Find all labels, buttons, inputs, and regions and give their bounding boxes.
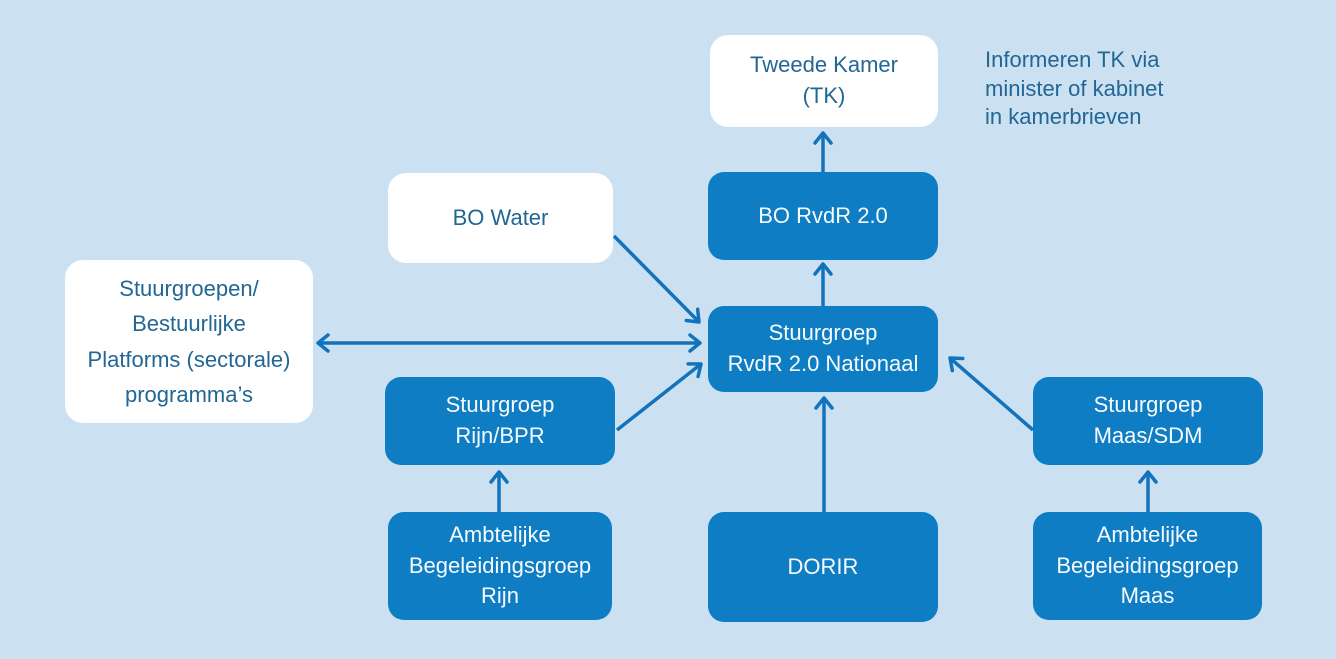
arrow-bo-water-to-nationaal xyxy=(612,234,701,324)
node-tweede-kamer: Tweede Kamer (TK) xyxy=(710,35,938,127)
node-abg-maas-label: Ambtelijke Begeleidingsgroep Maas xyxy=(1056,521,1239,609)
node-tweede-kamer-label: Tweede Kamer (TK) xyxy=(750,52,898,108)
node-stuurgroep-rijn: Stuurgroep Rijn/BPR xyxy=(385,377,615,465)
node-bo-rvdr-label: BO RvdR 2.0 xyxy=(758,202,888,228)
annotation-informeren-tk: Informeren TK via minister of kabinet in… xyxy=(985,47,1164,130)
node-abg-rijn: Ambtelijke Begeleidingsgroep Rijn xyxy=(388,512,612,620)
node-stuurgroep-maas-label: Stuurgroep Maas/SDM xyxy=(1093,392,1203,448)
arrow-maas-to-nationaal xyxy=(948,356,1035,432)
node-stuurgroep-nationaal: Stuurgroep RvdR 2.0 Nationaal xyxy=(708,306,938,392)
node-dorir: DORIR xyxy=(708,512,938,622)
node-bo-water: BO Water xyxy=(388,173,613,263)
node-stuurgroep-nationaal-label: Stuurgroep RvdR 2.0 Nationaal xyxy=(727,320,919,376)
node-bo-rvdr: BO RvdR 2.0 xyxy=(708,172,938,260)
arrow-rijn-to-nationaal xyxy=(615,362,703,432)
node-abg-rijn-label: Ambtelijke Begeleidingsgroep Rijn xyxy=(408,521,592,609)
node-stuurgroep-rijn-label: Stuurgroep Rijn/BPR xyxy=(445,392,555,448)
node-stuurgroep-maas: Stuurgroep Maas/SDM xyxy=(1033,377,1263,465)
node-abg-maas: Ambtelijke Begeleidingsgroep Maas xyxy=(1033,512,1262,620)
node-stuurgroepen-platforms-label: Stuurgroepen/ Bestuurlijke Platforms (se… xyxy=(87,276,291,407)
node-stuurgroepen-platforms: Stuurgroepen/ Bestuurlijke Platforms (se… xyxy=(65,260,313,423)
node-bo-water-label: BO Water xyxy=(452,204,549,230)
node-dorir-label: DORIR xyxy=(787,553,859,579)
